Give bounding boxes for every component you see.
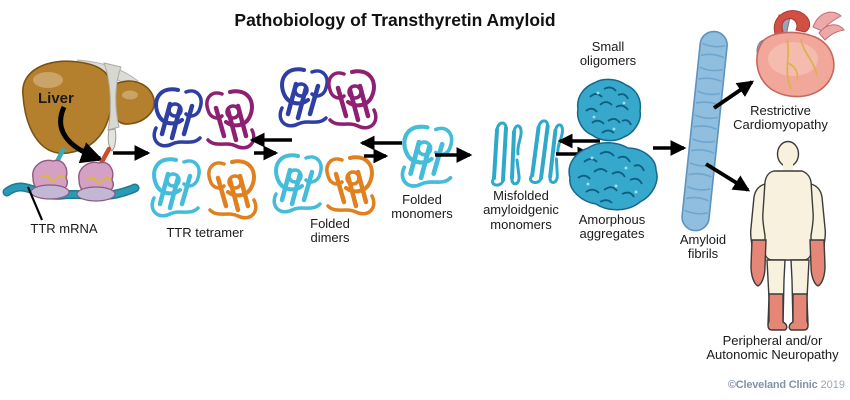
- arrow-fibrils-to-body: [704, 158, 760, 200]
- mrna-pointer-line: [20, 183, 50, 223]
- page-title: Pathobiology of Transthyretin Amyloid: [234, 10, 556, 30]
- amorphous-aggregates-icon: [564, 140, 662, 214]
- copyright-year: 2019: [820, 379, 845, 391]
- small-oligomers-label: Small oligomers: [579, 39, 637, 69]
- small-oligomers-icon: [574, 77, 644, 143]
- copyright-owner: ©Cleveland Clinic: [727, 379, 818, 391]
- peripheral-neuropathy-label: Peripheral and/or Autonomic Neuropathy: [706, 333, 839, 363]
- arrow-tetramer-dimers-equilibrium: [240, 132, 294, 161]
- ttr-mrna-icon: [2, 146, 140, 210]
- amyloid-fibrils-label: Amyloid fibrils: [679, 232, 727, 262]
- liver-icon: [8, 50, 158, 160]
- arrow-monomers-to-misfolded: [434, 147, 482, 163]
- amyloid-fibrils-icon: [674, 28, 734, 236]
- liver-label: Liver: [38, 90, 74, 107]
- amorphous-aggregates-label: Amorphous aggregates: [578, 212, 646, 242]
- arrow-aggregates-to-fibrils: [652, 140, 696, 156]
- body-icon: [742, 140, 834, 332]
- heart-icon: [735, 3, 847, 103]
- restrictive-cardiomyopathy-label: Restrictive Cardiomyopathy: [733, 103, 828, 133]
- arrow-fibrils-to-heart: [712, 72, 764, 112]
- misfolded-monomers-label: Misfolded amyloidgenic monomers: [483, 188, 559, 232]
- folded-dimers-label: Folded dimers: [310, 216, 350, 246]
- arrow-liver-to-mrna: [48, 105, 123, 167]
- folded-monomers-label: Folded monomers: [391, 192, 453, 222]
- ttr-tetramer-label: TTR tetramer: [166, 225, 244, 240]
- arrow-dimers-monomers-equilibrium: [350, 135, 404, 164]
- ttr-mrna-label: TTR mRNA: [30, 221, 98, 236]
- arrow-mrna-to-tetramer: [112, 145, 160, 161]
